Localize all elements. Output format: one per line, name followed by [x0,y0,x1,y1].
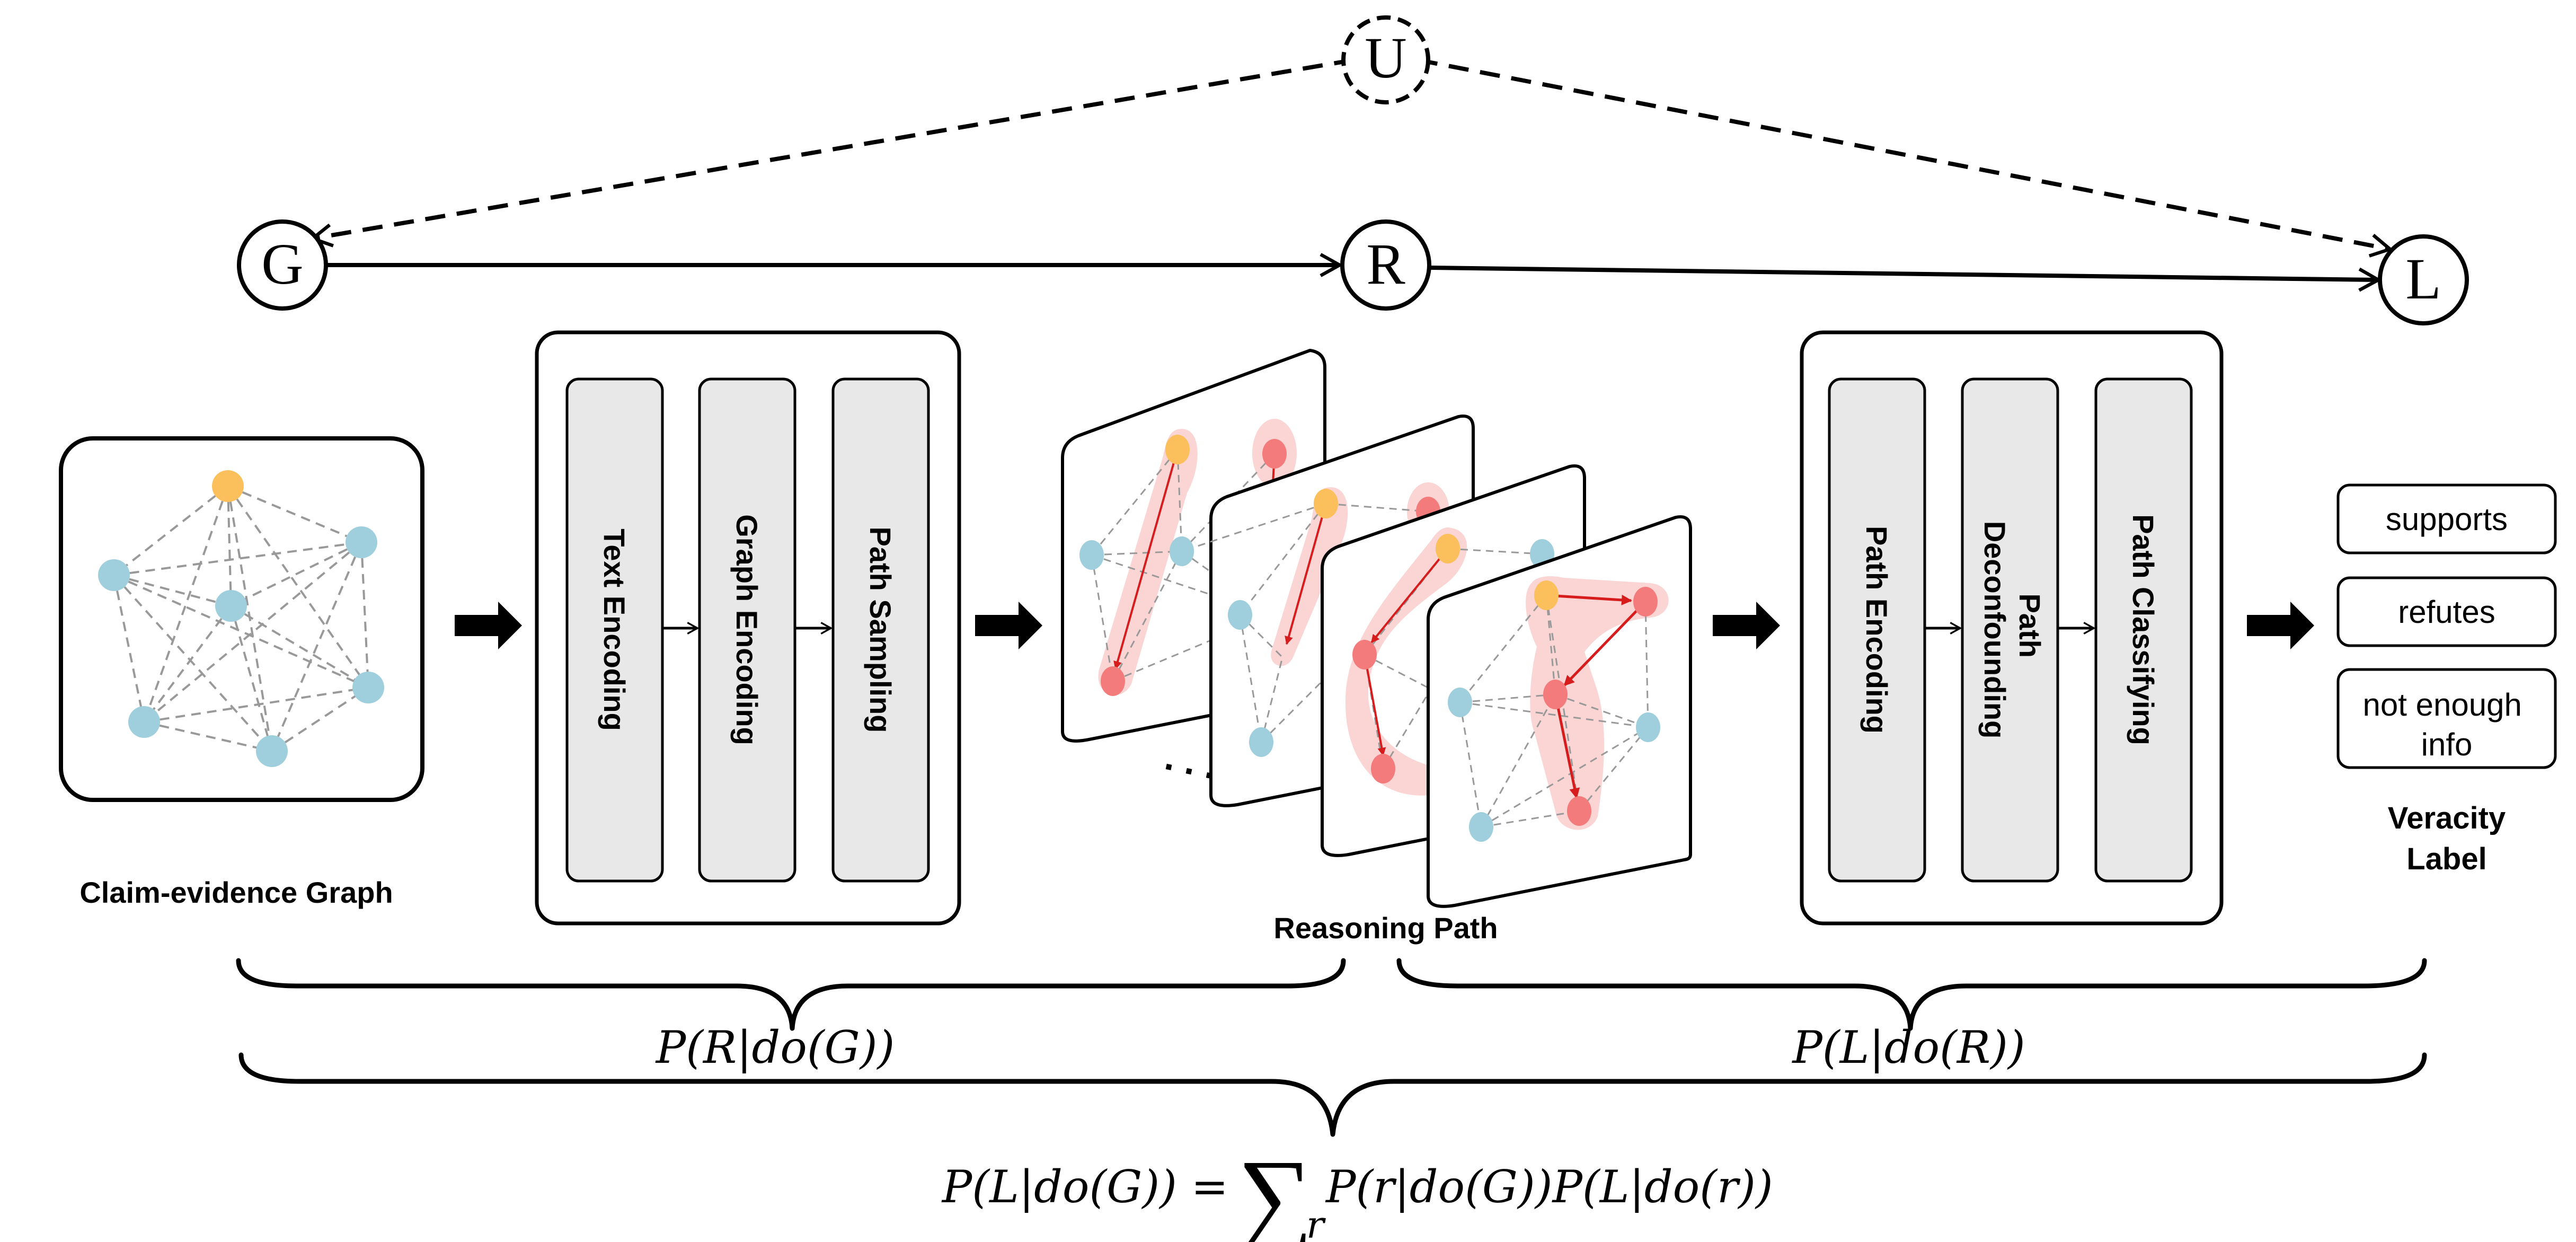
path-encoding-module [1828,377,1926,883]
text-encoding-module [565,377,664,883]
node-l [2378,234,2469,325]
option-refutes [2336,576,2557,647]
evidence-node [98,559,130,591]
flow-arrow-2 [975,602,1042,649]
flow-arrow-3 [1713,602,1780,649]
reasoning-paths: . . . Reasoning Path [1061,349,1692,945]
path-classifying-module [2094,377,2193,883]
graph-encoding-label: Graph Encoding [730,514,764,745]
node-g-label: G [261,232,303,296]
sum-symbol: ∑ [1237,1139,1313,1242]
node-g [237,219,328,311]
edge-u-l [1417,58,2394,258]
causal-graph: U G R L [237,15,2469,325]
formula-total: P(L|do(G)) = ∑ r P(r|do(G))P(L|do(r)) [941,1139,1773,1242]
sum-index: r [1306,1203,1326,1242]
option-not-enough-info-label: not enough info [2363,687,2531,762]
option-supports [2336,483,2557,554]
path-sampling-module [831,377,930,883]
evidence-node [346,526,377,558]
edge-r-l [1430,266,2382,292]
evidence-node [128,706,160,738]
node-r-label: R [1366,232,1405,296]
claim-node [212,470,244,502]
option-supports-label: supports [2386,501,2508,537]
reasoning-path-caption: Reasoning Path [1273,911,1498,945]
node-u-label: U [1365,25,1406,90]
edge-u-g [309,58,1355,248]
path-sampling-label: Path Sampling [864,527,897,733]
formula-total-rhs: P(r|do(G))P(L|do(r)) [1325,1161,1773,1213]
braces [236,958,2427,1137]
encoder-block: Text Encoding Graph Encoding Path Sampli… [535,330,961,926]
evidence-node [256,735,288,767]
path-deconfounding-label: Path Deconfounding [1978,521,2047,739]
node-r [1340,219,1431,311]
option-not-enough-info [2336,668,2557,769]
graph-encoding-module [698,377,796,883]
total-brace [238,1052,2427,1137]
node-u [1341,15,1430,104]
formula-left: P(R|do(G)) [655,1021,895,1073]
flow-arrow-4 [2247,602,2314,649]
node-l-label: L [2405,246,2441,311]
classifier-block: Path Encoding Path Deconfounding Path Cl… [1800,330,2224,926]
path-card-front [1427,515,1692,908]
formula-right: P(L|do(R)) [1791,1021,2025,1073]
text-encoding-label: Text Encoding [598,528,631,731]
path-deconfounding-module [1961,377,2059,883]
flow-arrow-1 [455,602,522,649]
formula-total-lhs: P(L|do(G)) = [941,1161,1228,1213]
veracity-label: supports refutes not enough info Veracit… [2336,483,2557,876]
option-refutes-label: refutes [2398,594,2495,630]
claim-evidence-graph: Claim-evidence Graph [59,436,424,909]
path-classifying-label: Path Classifying [2127,514,2160,745]
path-encoding-label: Path Encoding [1860,526,1893,734]
graph-caption: Claim-evidence Graph [79,876,393,909]
left-brace [236,958,1346,1031]
right-brace [1396,958,2427,1031]
evidence-node [215,590,247,622]
veracity-title-line2: Label [2406,842,2487,876]
veracity-title-line1: Veracity [2388,801,2506,835]
evidence-node [352,672,384,703]
graph-edges [113,485,369,752]
